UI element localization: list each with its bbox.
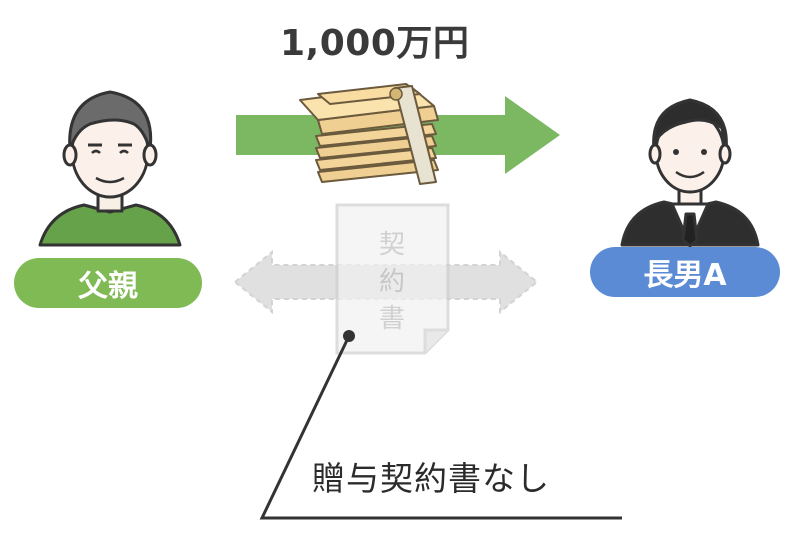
contract-document-icon: 契 約 書 <box>335 203 450 355</box>
father-label-badge: 父親 <box>14 258 202 308</box>
contract-char-2: 約 <box>379 267 405 297</box>
cash-stack-icon <box>299 83 439 185</box>
father-avatar-icon <box>38 90 182 247</box>
son-avatar-icon <box>620 98 760 248</box>
contract-char-1: 契 <box>379 230 405 260</box>
amount-label: 1,000万円 <box>280 23 470 64</box>
no-contract-note: 贈与契約書なし <box>312 459 550 498</box>
callout-line <box>259 330 622 520</box>
son-label-badge: 長男A <box>590 247 780 297</box>
contract-char-3: 書 <box>379 304 405 334</box>
